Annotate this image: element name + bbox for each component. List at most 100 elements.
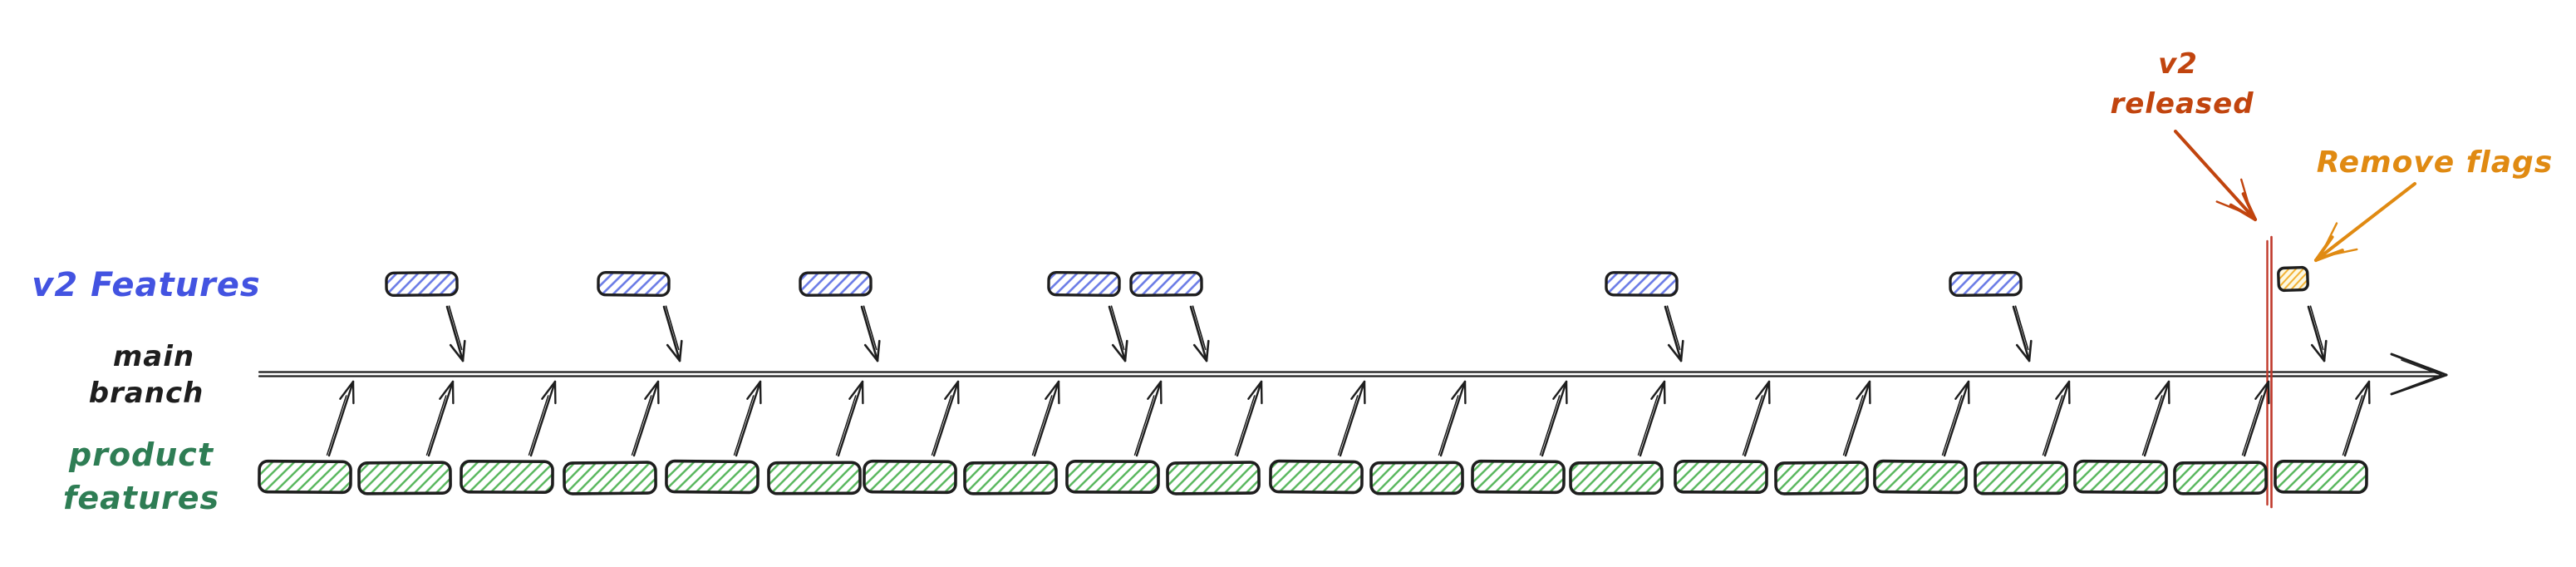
merge-arrow-head	[944, 380, 960, 400]
product-feature-box	[1774, 461, 1869, 496]
product-feature-box	[2173, 461, 2268, 496]
v2-released-arrow	[2174, 130, 2257, 221]
v2-feature-box	[385, 270, 459, 298]
v2-feature-box	[1949, 270, 2023, 298]
product-feature-box	[2073, 459, 2168, 495]
merge-arrow-sketch	[2241, 395, 2263, 456]
merge-arrow	[837, 380, 864, 457]
merge-arrow-head	[2254, 380, 2270, 400]
main-branch-arrowhead	[2390, 353, 2448, 377]
integrate-arrow-head	[1123, 339, 1128, 362]
merge-arrow-sketch	[1742, 395, 1763, 456]
integrate-arrow-head	[1111, 343, 1127, 362]
merge-arrow-head	[1451, 380, 1467, 400]
product-feature-box	[665, 459, 760, 495]
merge-arrow-head	[644, 380, 660, 400]
merge-arrow-sketch	[1539, 395, 1561, 456]
main-branch-arrowhead-sketch	[2401, 359, 2442, 376]
merge-arrow-sketch	[1842, 395, 1864, 456]
product-feature-box	[1166, 461, 1261, 496]
merge-arrow-head	[2055, 380, 2071, 400]
integrate-arrow-head	[863, 343, 879, 362]
main-branch-label-line2: branch	[89, 377, 204, 410]
product-feature-box	[563, 461, 657, 496]
merge-arrow-sketch	[1337, 395, 1359, 456]
integrate-arrow-head	[461, 339, 466, 362]
main-branch-arrowhead-sketch	[2401, 374, 2442, 391]
merge-arrow	[932, 380, 960, 457]
v2-feature-box	[1047, 270, 1121, 298]
merge-arrow	[2143, 380, 2170, 457]
v2-feature-box	[1129, 271, 1203, 297]
merge-arrow	[2343, 380, 2371, 457]
v2-released-arrow-head-sketch	[2239, 178, 2254, 217]
flag-cleanup-box	[2277, 265, 2309, 293]
merge-arrow	[1236, 380, 1263, 457]
merge-arrow-head	[746, 380, 762, 400]
remove-flags-arrow-head-sketch	[2318, 222, 2338, 259]
merge-arrow-sketch	[2042, 395, 2063, 456]
product-feature-box	[1471, 459, 1566, 495]
merge-arrow-sketch	[528, 395, 549, 456]
merge-arrow	[632, 380, 660, 457]
integrate-arrow	[2307, 305, 2326, 362]
product-feature-box	[1369, 461, 1464, 496]
integrate-arrow-head	[678, 339, 683, 362]
merge-arrow-head	[1045, 380, 1060, 400]
v2-feature-box	[799, 271, 873, 297]
merge-arrow	[2043, 380, 2071, 457]
merge-arrow-head	[1247, 380, 1263, 400]
integrate-arrow-sketch	[863, 305, 878, 351]
merge-arrow-head	[1650, 380, 1666, 400]
v2-feature-box	[1605, 271, 1679, 297]
integrate-arrow-head	[1667, 343, 1683, 362]
product-feature-box	[1974, 461, 2068, 496]
merge-arrow-sketch	[631, 395, 652, 456]
merge-arrow	[1541, 380, 1568, 457]
merge-arrow-sketch	[326, 395, 347, 456]
integrate-arrow-head	[1205, 339, 1210, 362]
merge-arrow-sketch	[1133, 395, 1155, 456]
merge-arrow-head	[541, 380, 557, 400]
remove-flags-arrow-head-sketch	[2318, 248, 2358, 259]
merge-arrow	[427, 380, 455, 457]
integrate-arrow-head	[2323, 339, 2328, 362]
integrate-arrow-head	[1192, 343, 1208, 362]
integrate-arrow	[860, 305, 879, 362]
v2-released-label-line1: v2	[2158, 47, 2198, 81]
main-branch-label-line1: main	[113, 340, 194, 373]
merge-arrow-head	[1552, 380, 1568, 400]
integrate-arrow	[1189, 305, 1208, 362]
merge-arrow	[1844, 380, 1871, 457]
merge-arrow	[1943, 380, 1970, 457]
product-feature-box	[258, 459, 352, 495]
merge-arrow-head	[439, 380, 455, 400]
integrate-arrow-head	[876, 339, 881, 362]
integrate-arrow-head	[2015, 343, 2031, 362]
remove-flags-label: Remove flags	[2317, 145, 2554, 180]
merge-arrow	[1135, 380, 1163, 457]
merge-arrow-sketch	[931, 395, 952, 456]
merge-arrow	[1439, 380, 1467, 457]
product-feature-box	[357, 461, 452, 496]
integrate-arrow-head	[2310, 343, 2326, 362]
merge-arrow-sketch	[1031, 395, 1053, 456]
integrate-arrow-sketch	[1110, 305, 1125, 351]
merge-arrow	[529, 380, 557, 457]
merge-arrow	[1033, 380, 1060, 457]
merge-arrow-sketch	[2141, 395, 2163, 456]
merge-arrow-head	[1755, 380, 1771, 400]
product-features-label-line2: features	[63, 480, 219, 516]
merge-arrow	[735, 380, 762, 457]
integrate-arrow	[662, 305, 681, 362]
integrate-arrow-sketch	[2014, 305, 2029, 351]
v2-released-arrow-head-sketch	[2215, 200, 2254, 217]
integrate-arrow-head	[2028, 339, 2033, 362]
v2-released-label-line2: released	[2110, 87, 2254, 121]
merge-arrow-head	[1856, 380, 1871, 400]
product-feature-box	[460, 459, 554, 495]
product-feature-box	[2274, 459, 2368, 495]
product-feature-box	[1269, 459, 1364, 495]
